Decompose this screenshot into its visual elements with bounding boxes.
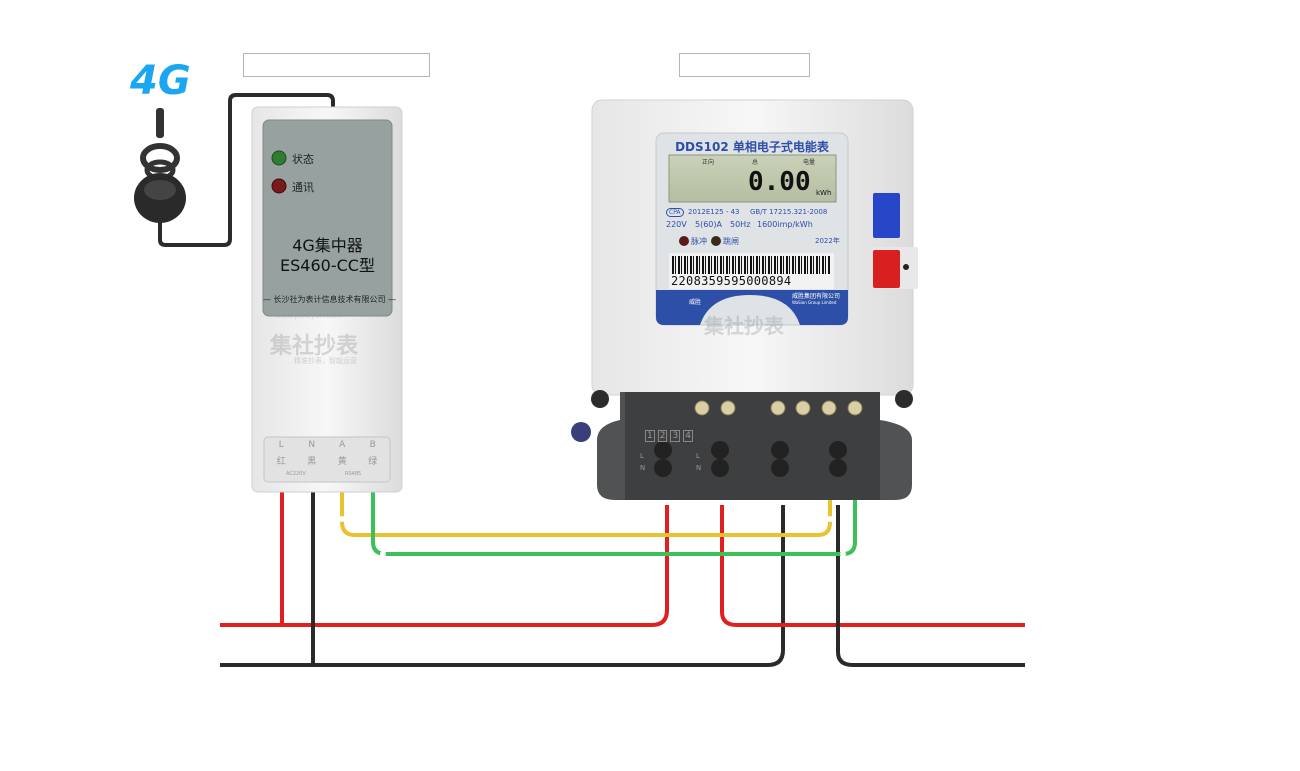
meter-cert: 2012E125 - 43 (688, 208, 740, 216)
watermark-url: www.jisheyun.com (276, 312, 342, 320)
concentrator-title: 4G集中器 (292, 236, 363, 255)
pulse-led-icon (679, 236, 689, 246)
live-wire-left (220, 490, 669, 627)
antenna-icon (134, 108, 186, 223)
neutral-wire-left (220, 490, 785, 667)
rs485-b-wire (371, 405, 857, 556)
live-wire-right (720, 505, 1025, 627)
4g-signal-icon: 4G (130, 58, 191, 104)
spec-frequency: 50Hz (730, 220, 751, 229)
meter-title: DDS102 单相电子式电能表 (675, 140, 829, 154)
meter-barcode-number: 2208359595000894 (671, 274, 792, 288)
terminal-letter: N (696, 464, 702, 472)
concentrator-label-input[interactable] (243, 53, 430, 77)
terminal-letter: N (640, 464, 646, 472)
lcd-label: 总 (752, 159, 759, 166)
screw-icon (895, 390, 913, 408)
status-led-icon (271, 150, 287, 166)
lcd-label: 电量 (803, 159, 816, 166)
wires (220, 405, 1025, 667)
screw-icon (591, 390, 609, 408)
meter-company-en: WaSion Group Limited (792, 300, 837, 305)
watermark-slogan: 精准抄表，智能运营 (294, 357, 357, 365)
watermark-concentrator: 集社抄表 (270, 334, 359, 359)
spec-constant: 1600imp/kWh (757, 220, 813, 229)
neutral-wire-right (836, 505, 1025, 667)
spec-voltage: 220V (666, 220, 687, 229)
terminal-number: 3 (670, 430, 681, 442)
comm-led-icon (271, 178, 287, 194)
terminal-screws (694, 400, 863, 416)
antenna-cable (158, 93, 335, 247)
terminal-number: 1 (645, 430, 655, 442)
electric-meter (571, 99, 918, 500)
blue-button-icon (873, 193, 900, 238)
meter-year: 2022年 (815, 237, 840, 245)
bus-label: RS485 (345, 471, 362, 477)
terminal-number: 2 (657, 430, 668, 442)
concentrator (251, 106, 403, 493)
watermark-meter: 集社抄表 (704, 314, 784, 338)
meter-reading: 0.00 (748, 167, 811, 197)
lcd-label: 正向 (702, 159, 715, 166)
meter-company: 威胜集团有限公司 (792, 293, 841, 300)
meter-brand: 威胜 (689, 299, 702, 306)
terminal-letter: L (696, 452, 700, 460)
power-label: AC220V (286, 471, 306, 477)
barcode-icon (672, 256, 830, 274)
concentrator-maker: — 长沙社为表计信息技术有限公司 — (263, 295, 397, 304)
spec-current: 5(60)A (695, 220, 722, 229)
meter-unit: kWh (816, 189, 832, 197)
meter-label-input[interactable] (679, 53, 810, 77)
concentrator-model: ES460-CC型 (280, 256, 375, 275)
rs485-a-wire (340, 405, 832, 537)
trip-led-icon (711, 236, 721, 246)
terminal-letter: L (640, 452, 644, 460)
trip-label: 跳闸 (723, 237, 739, 246)
meter-terminal-numbers: 1 2 3 4 (645, 430, 693, 442)
red-button-icon (873, 250, 900, 288)
terminal-number: 4 (683, 430, 693, 442)
meter-standard: GB/T 17215.321-2008 (750, 208, 828, 216)
comm-label: 通讯 (292, 181, 314, 194)
pulse-label: 脉冲 (691, 237, 707, 246)
seal-icon (571, 422, 591, 442)
status-label: 状态 (292, 153, 314, 166)
cpa-mark: CPA (666, 208, 684, 217)
